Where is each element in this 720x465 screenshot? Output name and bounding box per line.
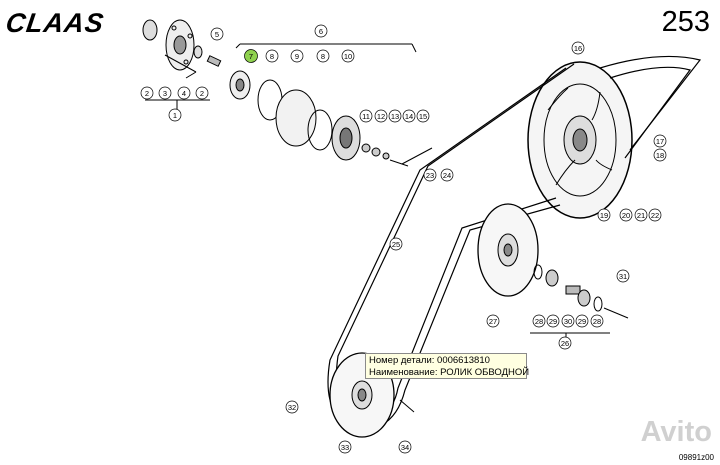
- callout-29a: [546, 314, 560, 328]
- callout-9: [290, 49, 304, 63]
- callout-33-text: 33: [341, 443, 349, 452]
- callout-5: [210, 27, 224, 41]
- callout-5-text: 5: [215, 30, 219, 39]
- callout-3: [158, 86, 172, 100]
- callout-13: [388, 109, 402, 123]
- callout-23-text: 23: [426, 171, 434, 180]
- callout-32-text: 32: [288, 403, 296, 412]
- callout-11: [359, 109, 373, 123]
- callout-17-text: 17: [656, 137, 664, 146]
- callout-23: [423, 168, 437, 182]
- callout-28b: [590, 314, 604, 328]
- callout-27-text: 27: [489, 317, 497, 326]
- callout-11-text: 11: [362, 112, 370, 121]
- callout-28b-text: 28: [593, 317, 601, 326]
- callout-29a-text: 29: [549, 317, 557, 326]
- plate-9: [275, 89, 317, 147]
- callout-2b: [195, 86, 209, 100]
- callout-12: [374, 109, 388, 123]
- callout-6: [314, 24, 328, 38]
- page-number: 253: [661, 6, 710, 38]
- callout-24-text: 24: [443, 171, 451, 180]
- avito-watermark: Avito: [640, 416, 712, 448]
- callout-13-text: 13: [391, 112, 399, 121]
- callout-10-text: 10: [344, 52, 352, 61]
- callout-34: [398, 440, 412, 454]
- callout-labels: [140, 24, 667, 454]
- bearing-10: [331, 115, 361, 161]
- callout-8b-text: 8: [321, 52, 325, 61]
- image-code: 09891z00: [678, 453, 714, 462]
- callout-2b-text: 2: [200, 89, 204, 98]
- callout-16: [571, 41, 585, 55]
- callout-28a-text: 28: [535, 317, 543, 326]
- callout-15-text: 15: [419, 112, 427, 121]
- callout-29b: [575, 314, 589, 328]
- pulley-part-7: [229, 70, 251, 100]
- callout-30: [561, 314, 575, 328]
- callout-18: [653, 148, 667, 162]
- callout-20-text: 20: [622, 211, 630, 220]
- callout-34-text: 34: [401, 443, 409, 452]
- callout-8a-text: 8: [270, 52, 274, 61]
- callout-31: [616, 269, 630, 283]
- callout-14-text: 14: [405, 112, 413, 121]
- callout-10: [341, 49, 355, 63]
- callout-20: [619, 208, 633, 222]
- tooltip-part-number: Номер детали: 0006613810: [369, 355, 490, 366]
- callout-25: [389, 237, 403, 251]
- callout-2a-text: 2: [145, 89, 149, 98]
- callout-7: [244, 49, 258, 63]
- callout-12-text: 12: [377, 112, 385, 121]
- callout-1: [168, 108, 182, 122]
- callout-27: [486, 314, 500, 328]
- callout-4: [177, 86, 191, 100]
- callout-2a: [140, 86, 154, 100]
- small-parts-28-30: [533, 264, 629, 319]
- callout-8a: [265, 49, 279, 63]
- callout-24: [440, 168, 454, 182]
- callout-21-text: 21: [637, 211, 645, 220]
- idler-pulley-27: [477, 203, 539, 297]
- callout-29b-text: 29: [578, 317, 586, 326]
- callout-8b: [316, 49, 330, 63]
- callout-4-text: 4: [182, 89, 186, 98]
- callout-14: [402, 109, 416, 123]
- callout-33: [338, 440, 352, 454]
- callout-1-text: 1: [173, 111, 177, 120]
- callout-31-text: 31: [619, 272, 627, 281]
- hub-assembly: [142, 19, 222, 79]
- callout-15: [416, 109, 430, 123]
- ring-8b: [307, 109, 333, 151]
- tooltip-part-name: Наименование: РОЛИК ОБВОДНОЙ: [369, 367, 530, 378]
- callout-17: [653, 134, 667, 148]
- callout-25-text: 25: [392, 240, 400, 249]
- callout-7-text: 7: [249, 52, 253, 61]
- callout-21: [634, 208, 648, 222]
- callout-18-text: 18: [656, 151, 664, 160]
- part-tooltip: Номер детали: 0006613810 Наименование: Р…: [365, 353, 530, 379]
- small-parts-11-15: [361, 143, 409, 167]
- callout-9-text: 9: [295, 52, 299, 61]
- callout-26: [558, 336, 572, 350]
- callout-32: [285, 400, 299, 414]
- callout-19-text: 19: [600, 211, 608, 220]
- large-pulley-16: [527, 61, 633, 219]
- callout-26-text: 26: [561, 339, 569, 348]
- callout-28a: [532, 314, 546, 328]
- callout-22: [648, 208, 662, 222]
- callout-3-text: 3: [163, 89, 167, 98]
- callout-6-text: 6: [319, 27, 323, 36]
- group-brackets: [145, 43, 610, 340]
- callout-30-text: 30: [564, 317, 572, 326]
- callout-16-text: 16: [574, 44, 582, 53]
- callout-19: [597, 208, 611, 222]
- callout-22-text: 22: [651, 211, 659, 220]
